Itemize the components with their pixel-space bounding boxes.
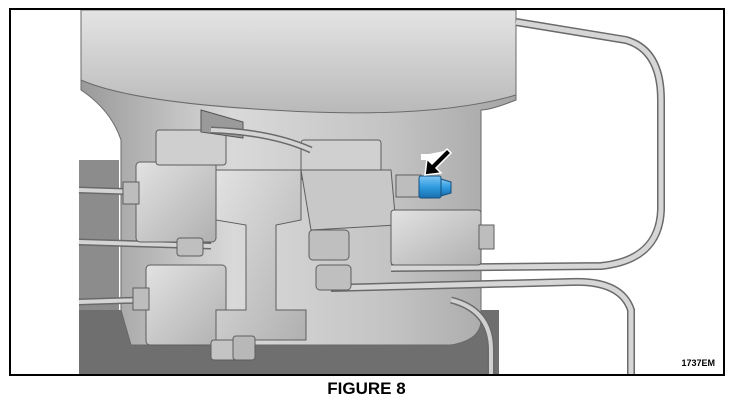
highlighted-fitting <box>395 174 452 199</box>
upper-tubes <box>210 126 313 154</box>
figure-frame: 1737EM <box>9 8 725 376</box>
tank-cap <box>80 10 517 114</box>
figure-caption: FIGURE 8 <box>327 379 406 398</box>
return-line-highlight <box>390 19 664 271</box>
drain-line-highlight <box>450 298 493 374</box>
pointer-arrow-icon <box>421 147 453 176</box>
valve-manifold <box>176 139 495 361</box>
assembly-illustration <box>78 10 665 374</box>
drawing-code: 1737EM <box>681 358 715 368</box>
supply-line-highlight <box>330 279 634 374</box>
